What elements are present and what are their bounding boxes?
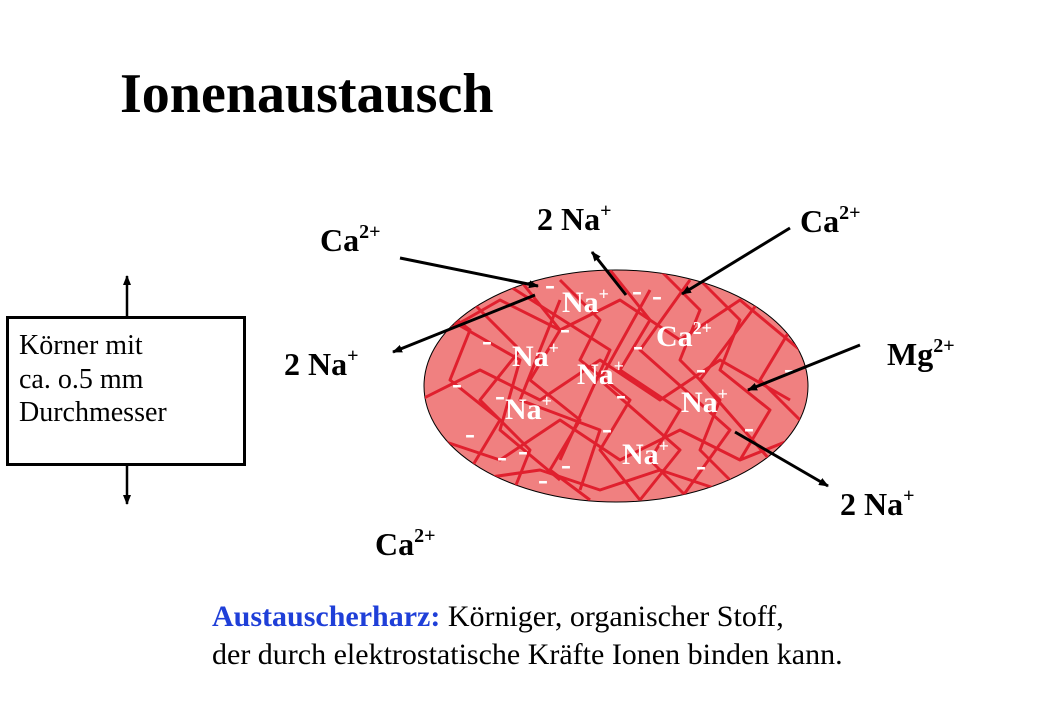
resin-grain — [423, 269, 809, 503]
arrow-ca-in-left — [399, 256, 539, 289]
charge: - — [696, 352, 706, 385]
charge: - — [652, 279, 662, 312]
ion-label-ca: Ca2+ — [800, 202, 861, 239]
charge: - — [561, 448, 571, 481]
charge: - — [452, 367, 462, 400]
caption-line-2: der durch elektrostatische Kräfte Ionen … — [212, 637, 843, 671]
bound-ion-na: Na+ — [512, 338, 559, 373]
charge: - — [602, 412, 612, 445]
charge: - — [545, 268, 555, 301]
bound-ion-na: Na+ — [562, 284, 609, 319]
charge: - — [744, 411, 754, 444]
bound-ion-ca: Ca2+ — [656, 318, 712, 353]
caption: Austauscherharz: Körniger, organischer S… — [212, 598, 843, 673]
caption-line-1: Austauscherharz: Körniger, organischer S… — [212, 598, 843, 636]
bound-ion-na: Na+ — [577, 356, 624, 391]
ion-label-mg: Mg2+ — [887, 335, 955, 372]
charge: - — [696, 449, 706, 482]
grain-box-line: Körner mit — [19, 330, 143, 361]
arrow-na-out-left — [392, 293, 536, 354]
ion-label-ca: Ca2+ — [320, 221, 381, 258]
caption-term: Austauscherharz: — [212, 600, 441, 633]
ion-label-ca: Ca2+ — [375, 525, 436, 562]
arrow-na-out-top — [590, 251, 628, 296]
charge: - — [482, 324, 492, 357]
ion-label-2na: 2 Na+ — [840, 485, 915, 522]
bound-ion-na: Na+ — [681, 384, 728, 419]
bound-ion-na: Na+ — [622, 436, 669, 471]
exchange-arrows — [392, 226, 861, 488]
polymer-network — [424, 270, 802, 502]
page-title: Ionenaustausch — [120, 63, 494, 125]
charge: - — [784, 352, 794, 385]
arrow-ca-in-right — [681, 226, 791, 296]
grain-box-line: ca. o.5 mm — [19, 363, 144, 395]
charge: - — [633, 329, 643, 362]
free-ions: Ca2+ 2 Na+ Ca2+ 2 Na+ Mg2+ 2 Na+ Ca2+ — [284, 200, 955, 562]
charge: - — [560, 312, 570, 345]
ion-label-2na: 2 Na+ — [537, 200, 612, 237]
caption-definition: Körniger, organischer Stoff, — [440, 600, 784, 633]
charge: - — [465, 417, 475, 450]
arrow-mg-in — [747, 343, 861, 392]
charge: - — [497, 440, 507, 473]
charge: - — [632, 274, 642, 307]
charge: - — [495, 379, 505, 412]
grain-size-box: Körner mit ca. o.5 mm Durchmesser — [6, 316, 246, 466]
grain-box-line: Durchmesser — [19, 397, 167, 429]
charge: - — [538, 463, 548, 496]
ion-label-2na: 2 Na+ — [284, 345, 359, 382]
charge: - — [616, 378, 626, 411]
bound-ions: Na+ Ca2+ Na+ Na+ Na+ Na+ Na+ — [505, 284, 728, 471]
charge: - — [518, 434, 528, 467]
arrow-na-out-bottom — [734, 430, 829, 488]
bound-ion-na: Na+ — [505, 391, 552, 426]
fixed-charges: - - - - - - - - - - - - - - - - - - - — [452, 268, 794, 496]
